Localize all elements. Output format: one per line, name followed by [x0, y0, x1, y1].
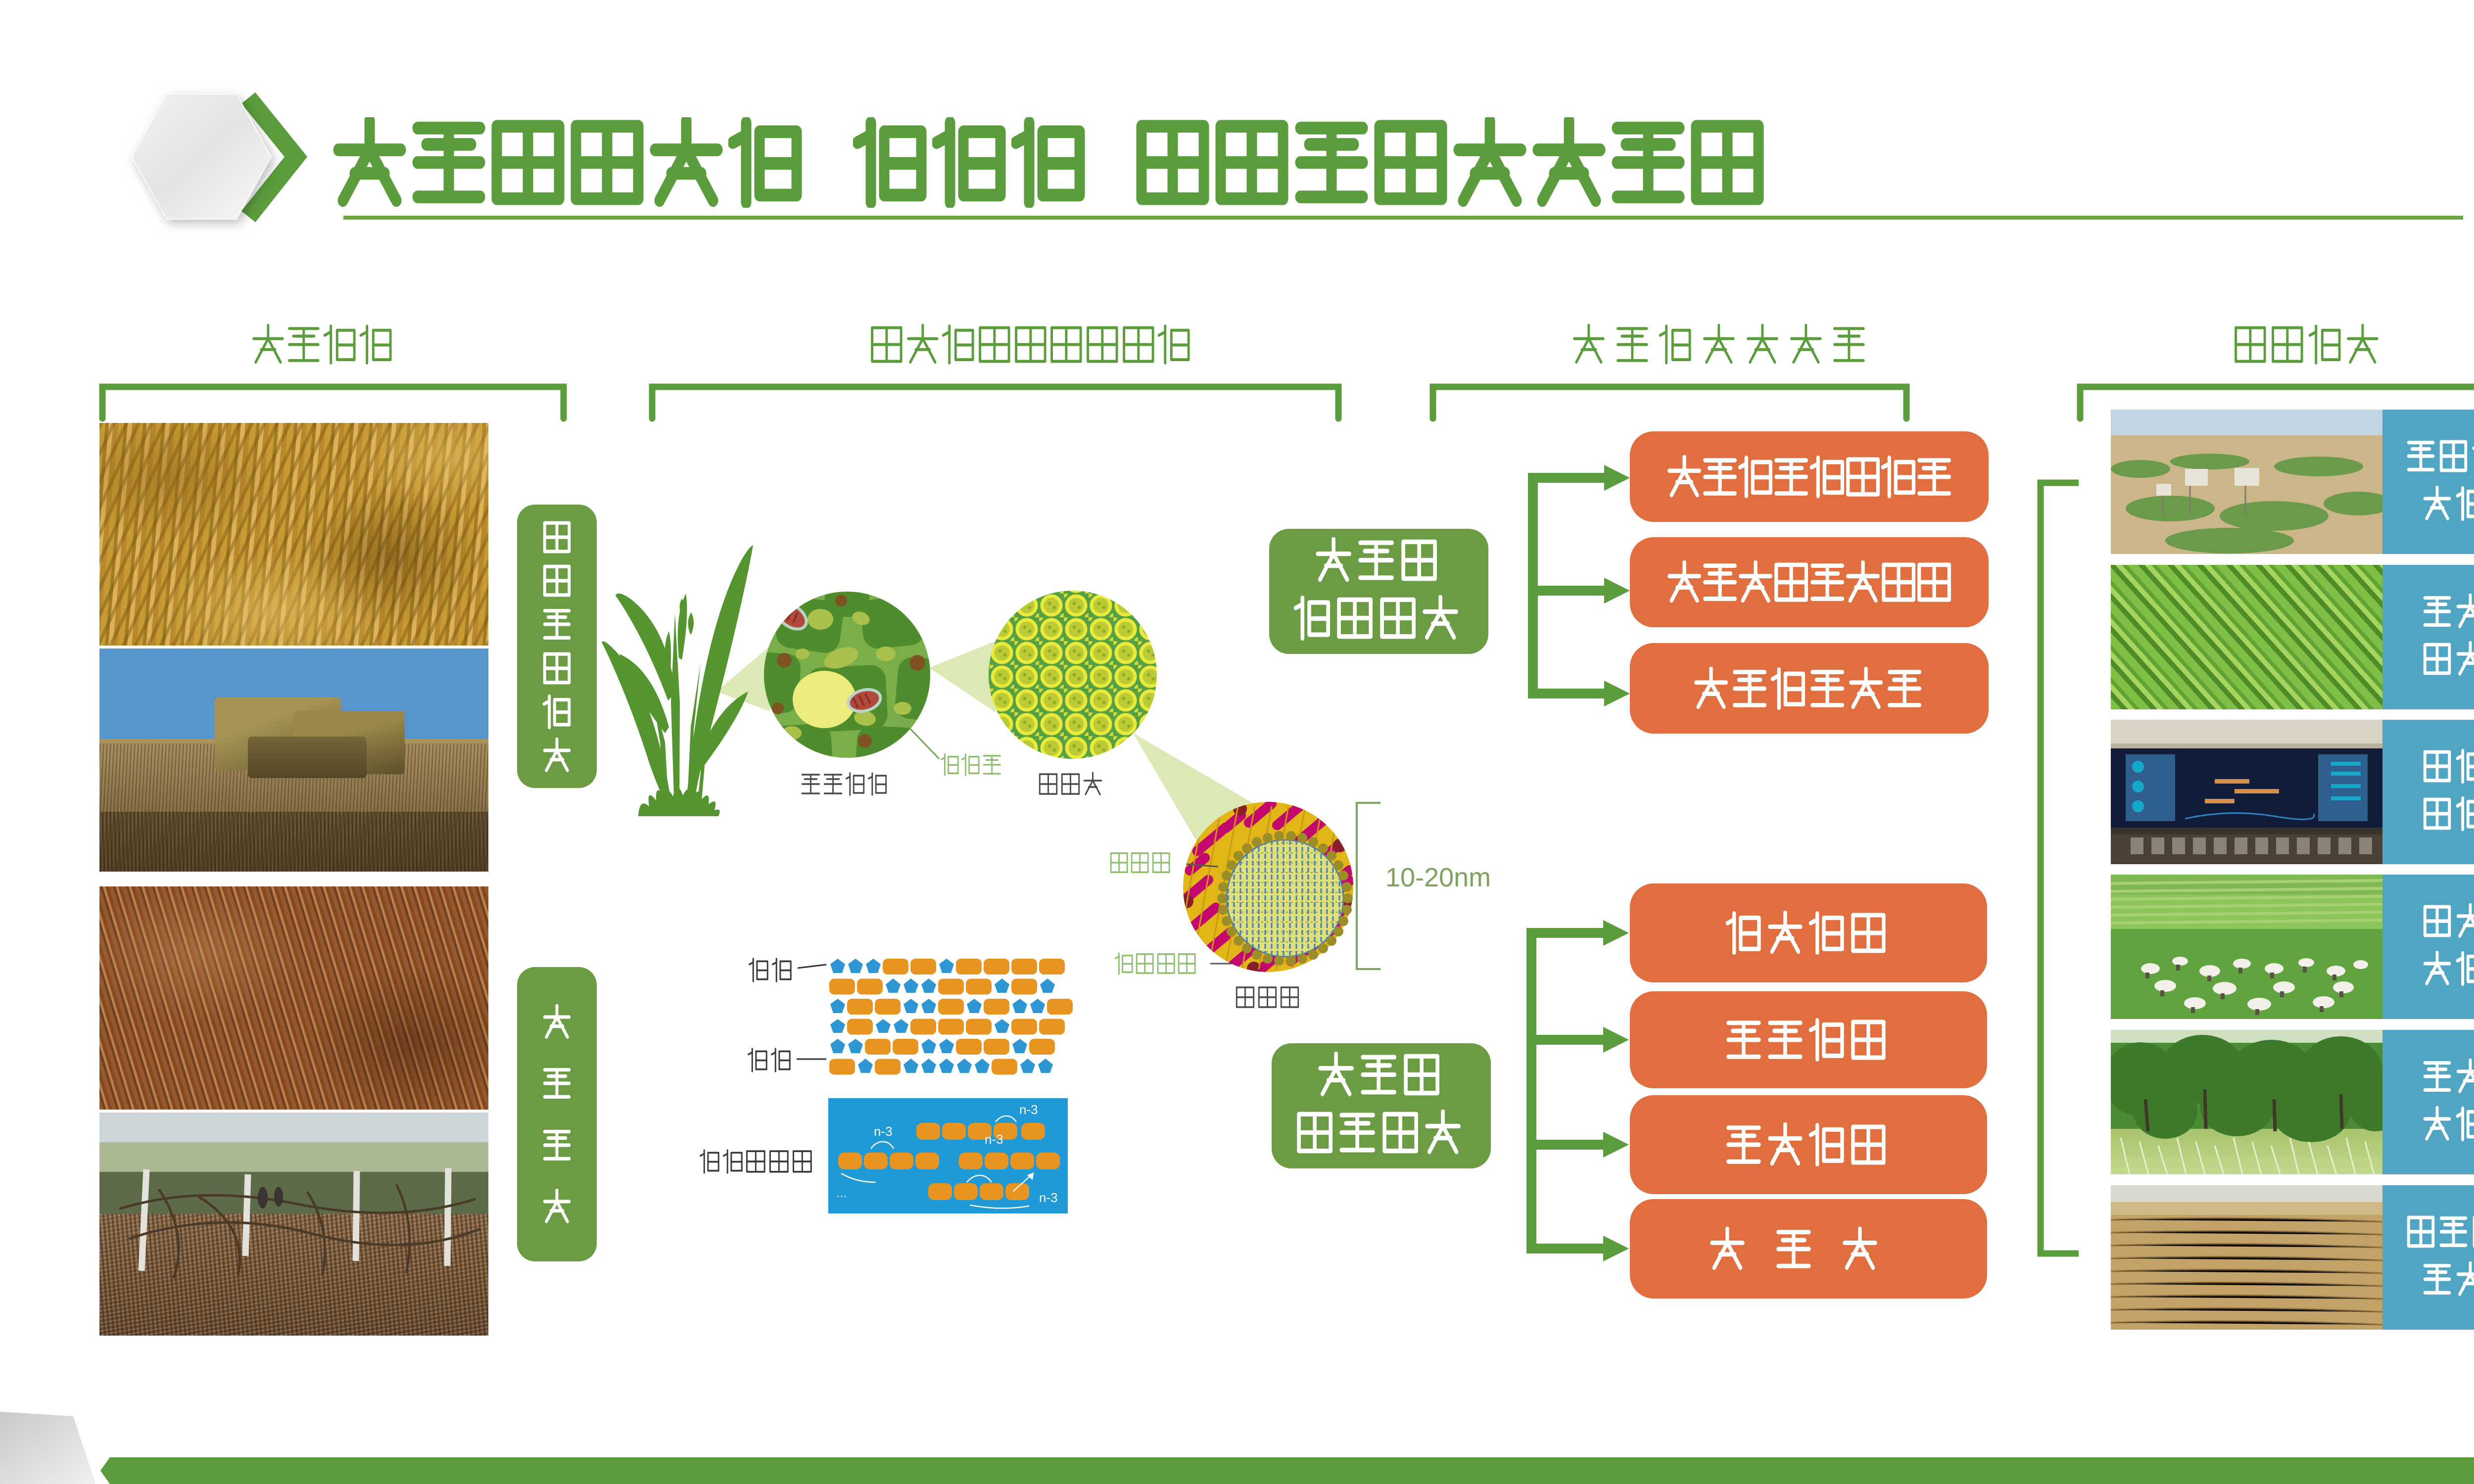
- svg-text:n-3: n-3: [1019, 1102, 1038, 1117]
- svg-text:n-3: n-3: [1039, 1190, 1058, 1205]
- svg-text:...: ...: [836, 1185, 847, 1200]
- svg-text:n-3: n-3: [874, 1124, 893, 1139]
- svg-text:10-20nm: 10-20nm: [1385, 863, 1491, 892]
- svg-text:n-3: n-3: [985, 1132, 1003, 1147]
